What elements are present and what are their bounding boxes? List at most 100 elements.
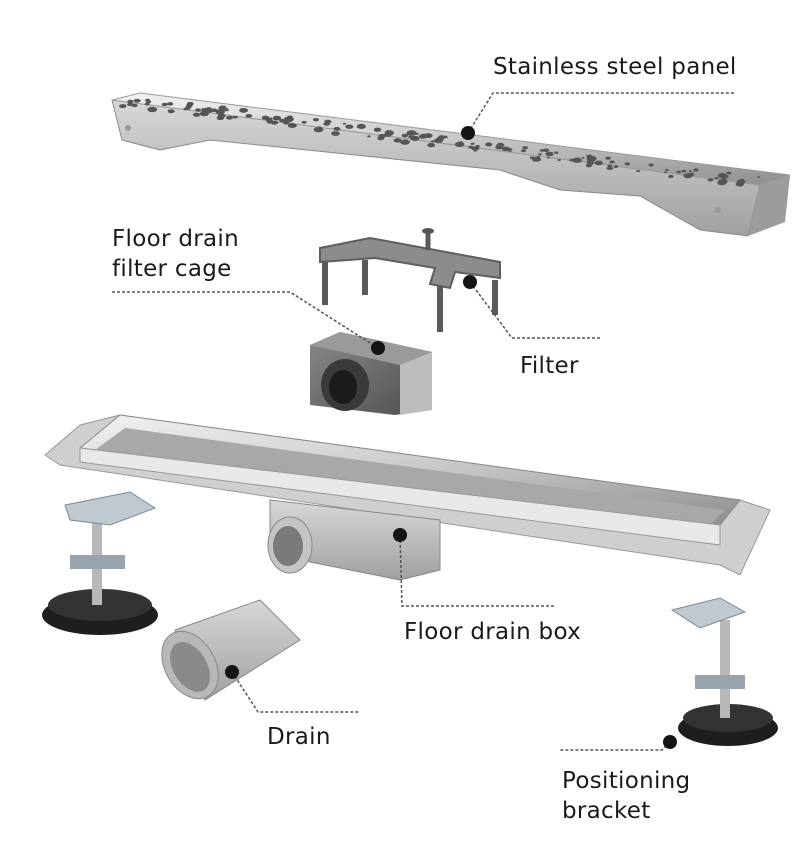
panel-hole — [581, 156, 585, 159]
panel-hole — [166, 102, 174, 106]
floor-drain-box — [267, 499, 441, 581]
panel-hole — [495, 145, 503, 150]
panel-hole — [147, 106, 158, 113]
panel-hole — [605, 156, 611, 160]
panel-hole — [538, 153, 542, 156]
panel-hole — [454, 141, 465, 147]
label-floor-drain-box: Floor drain box — [404, 619, 582, 645]
label-positioning-bracket: Positioning bracket — [562, 766, 690, 826]
floor-drain-channel — [44, 414, 771, 576]
panel-hole — [717, 173, 728, 179]
leader-drain — [231, 671, 360, 713]
panel-hole — [410, 135, 420, 141]
panel-hole — [539, 149, 545, 152]
drain-pipe — [161, 599, 301, 701]
panel-hole — [668, 174, 674, 179]
panel-hole — [648, 163, 654, 167]
panel-hole — [384, 131, 394, 136]
panel-hole — [707, 178, 714, 182]
panel-hole — [435, 138, 443, 143]
panel-hole — [127, 102, 134, 107]
panel-hole — [342, 122, 347, 125]
panel-hole — [216, 116, 225, 121]
panel-hole — [401, 133, 409, 138]
panel-hole — [585, 163, 592, 168]
panel-hole — [520, 149, 527, 153]
panel-hole — [624, 162, 631, 166]
leader-lines — [112, 92, 735, 751]
panel-hole — [606, 166, 614, 171]
panel-hole — [735, 181, 744, 187]
panel-hole — [133, 98, 141, 103]
panel-hole — [508, 150, 512, 152]
panel-hole — [607, 164, 612, 167]
panel-hole — [239, 107, 249, 113]
panel-hole — [470, 142, 475, 145]
panel-hole — [287, 123, 297, 129]
panel-hole — [345, 124, 354, 129]
label-filter-cage-line2: filter cage — [112, 256, 232, 282]
panel-hole — [301, 120, 307, 124]
panel-hole — [501, 146, 510, 152]
panel-hole — [726, 171, 732, 175]
leader-bracket — [560, 741, 671, 751]
panel-hole — [272, 116, 279, 120]
panel-hole — [664, 169, 669, 172]
panel-hole — [757, 176, 761, 178]
leader-filter — [469, 281, 600, 339]
positioning-bracket-left — [42, 491, 158, 635]
panel-hole — [377, 136, 385, 141]
label-filter: Filter — [520, 353, 579, 379]
panel-hole — [594, 160, 603, 166]
panel-hole — [131, 103, 138, 108]
panel-hole — [145, 98, 151, 102]
panel-hole — [144, 102, 150, 106]
panel-hole — [546, 157, 550, 159]
panel-hole — [245, 114, 253, 118]
panel-hole — [215, 109, 225, 115]
panel-hole — [531, 156, 542, 162]
panel-hole — [323, 122, 330, 126]
leader-dots — [225, 126, 677, 749]
panel-hole — [313, 126, 324, 133]
panel-hole — [119, 104, 127, 109]
panel-hole — [406, 140, 411, 143]
panel-hole — [226, 115, 234, 120]
panel-hole — [128, 101, 132, 104]
panel-hole — [373, 127, 382, 132]
panel-hole — [664, 171, 668, 174]
panel-hole — [168, 110, 174, 113]
positioning-bracket-right — [670, 597, 778, 746]
label-bracket-line1: Positioning — [562, 768, 691, 794]
panel-hole — [586, 159, 594, 164]
panel-hole — [636, 169, 641, 173]
panel-hole — [201, 107, 206, 110]
panel-hole — [265, 118, 273, 123]
panel-hole — [609, 160, 615, 164]
panel-hole — [683, 173, 693, 179]
panel-hole — [192, 112, 201, 117]
leader-filter-cage — [112, 291, 379, 349]
panel-hole — [676, 170, 682, 174]
panel-hole — [205, 107, 212, 111]
panel-hole — [161, 102, 168, 107]
label-filter-cage: Floor drain filter cage — [112, 224, 239, 284]
filter — [319, 228, 501, 332]
floor-drain-filter-cage — [310, 332, 432, 415]
panel-hole — [356, 123, 366, 129]
panel-hole — [688, 170, 692, 172]
panel-hole — [714, 177, 719, 180]
panel-hole — [195, 108, 202, 112]
panel-hole — [427, 142, 436, 148]
panel-hole — [218, 105, 227, 111]
leader-drain-box — [399, 534, 555, 607]
panel-hole — [406, 130, 417, 136]
panel-hole — [393, 138, 402, 143]
panel-hole — [537, 155, 541, 158]
panel-hole — [210, 108, 218, 113]
panel-hole — [720, 181, 725, 184]
panel-hole — [557, 158, 561, 161]
panel-hole — [572, 157, 582, 163]
panel-hole — [545, 151, 554, 157]
